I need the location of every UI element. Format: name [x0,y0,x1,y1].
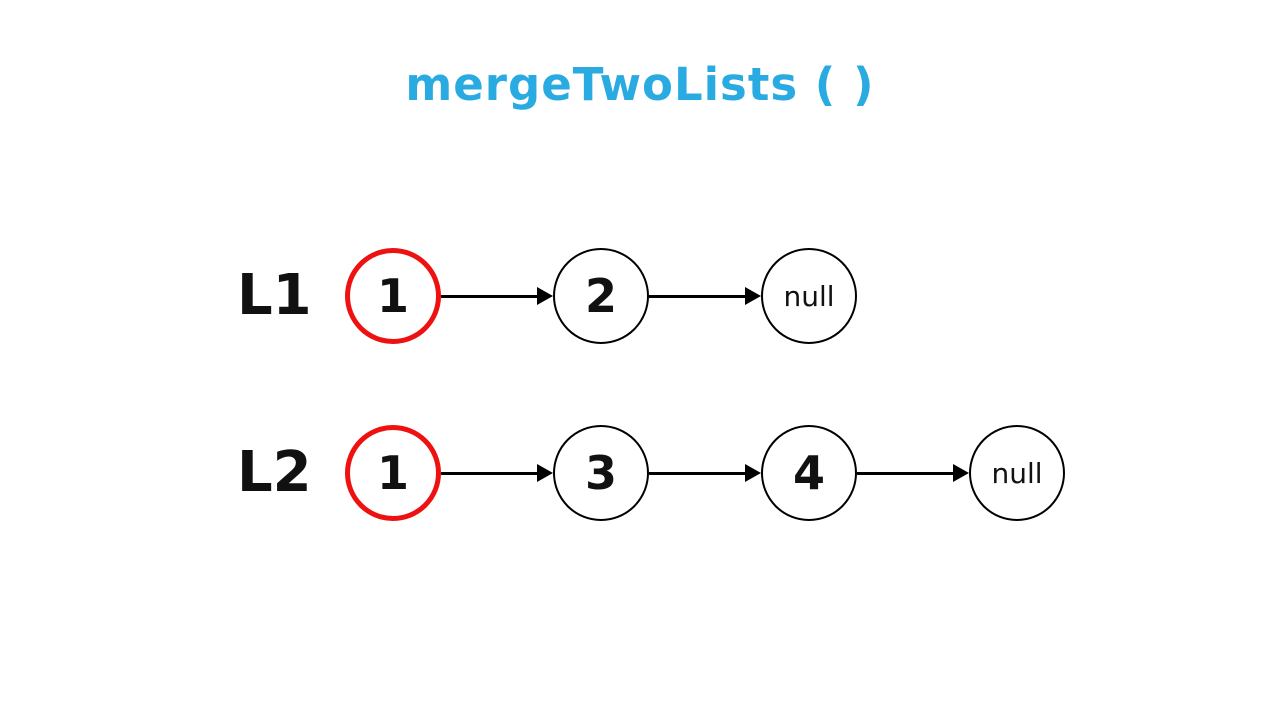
arrow-head-icon [745,287,761,305]
list-label: L1 [237,263,312,328]
list-label: L2 [237,440,312,505]
null-node: null [969,425,1065,521]
arrow-head-icon [537,287,553,305]
next-pointer-arrow [441,287,553,305]
next-pointer-arrow [649,287,761,305]
list-node: 2 [553,248,649,344]
next-pointer-arrow [857,464,969,482]
arrow-head-icon [745,464,761,482]
arrow-line [649,294,749,298]
list-row-l1: L1 1 2 null [237,248,857,344]
arrow-line [441,471,541,475]
list-node: 1 [345,425,441,521]
arrow-line [441,294,541,298]
node-value: 1 [376,269,409,323]
diagram-title: mergeTwoLists ( ) [405,58,875,111]
node-value: null [783,279,835,313]
list-node: 3 [553,425,649,521]
arrow-head-icon [953,464,969,482]
node-value: 2 [584,269,617,323]
arrow-line [649,471,749,475]
next-pointer-arrow [649,464,761,482]
node-value: null [991,456,1043,490]
list-node: 1 [345,248,441,344]
arrow-line [857,471,957,475]
next-pointer-arrow [441,464,553,482]
node-value: 3 [584,446,617,500]
null-node: null [761,248,857,344]
list-row-l2: L2 1 3 4 null [237,425,1065,521]
node-value: 4 [792,446,825,500]
arrow-head-icon [537,464,553,482]
node-value: 1 [376,446,409,500]
list-node: 4 [761,425,857,521]
